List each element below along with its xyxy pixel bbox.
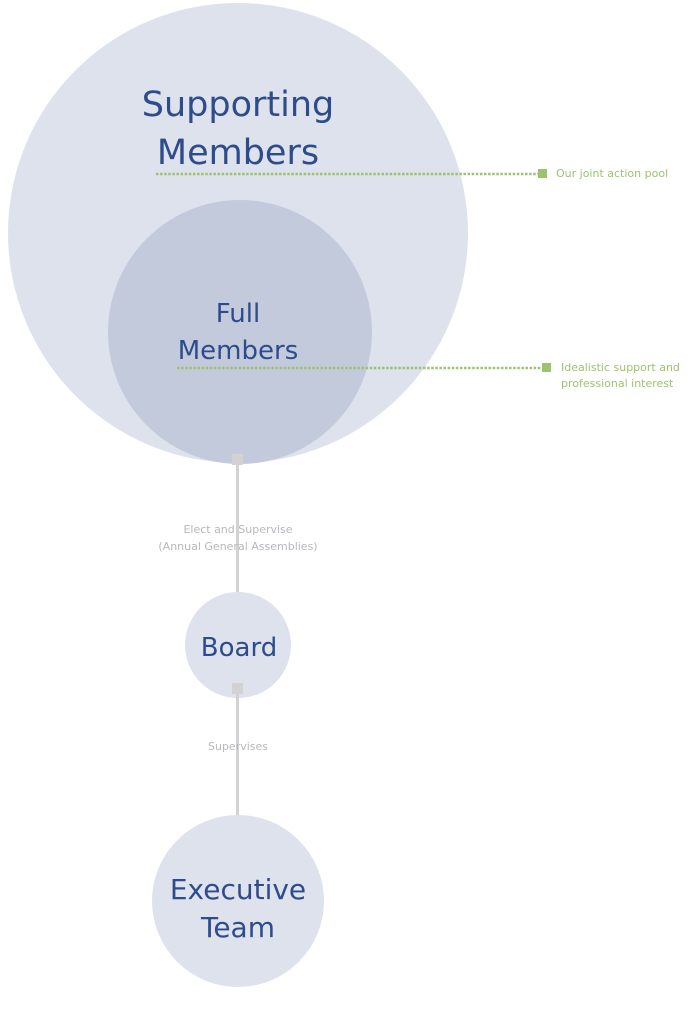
full-members-label-line2: Members bbox=[178, 336, 299, 366]
supporting-callout-label: Our joint action pool bbox=[556, 167, 668, 180]
supporting-members-label-line1: Supporting bbox=[142, 85, 334, 125]
connector-start-square bbox=[232, 683, 243, 694]
full-members-label-line1: Full bbox=[216, 299, 260, 329]
executive-team-circle bbox=[152, 815, 324, 987]
full-members-circle bbox=[108, 200, 372, 464]
supporting-callout-marker bbox=[538, 169, 547, 178]
supporting-members-label-line2: Members bbox=[157, 133, 319, 173]
full-callout-label-line1: Idealistic support and bbox=[561, 361, 680, 374]
board-label: Board bbox=[201, 633, 277, 663]
edge-label-supervises: Supervises bbox=[208, 740, 268, 753]
executive-team-label-line2: Team bbox=[200, 911, 275, 944]
full-callout-label-line2: professional interest bbox=[561, 377, 674, 390]
executive-team-label-line1: Executive bbox=[170, 873, 306, 906]
edge-label-elect-line1: Elect and Supervise bbox=[183, 523, 292, 536]
full-callout-marker bbox=[542, 363, 551, 372]
edge-label-elect-line2: (Annual General Assemblies) bbox=[158, 540, 317, 553]
board-circle bbox=[185, 592, 291, 698]
connector-start-square bbox=[232, 454, 243, 465]
